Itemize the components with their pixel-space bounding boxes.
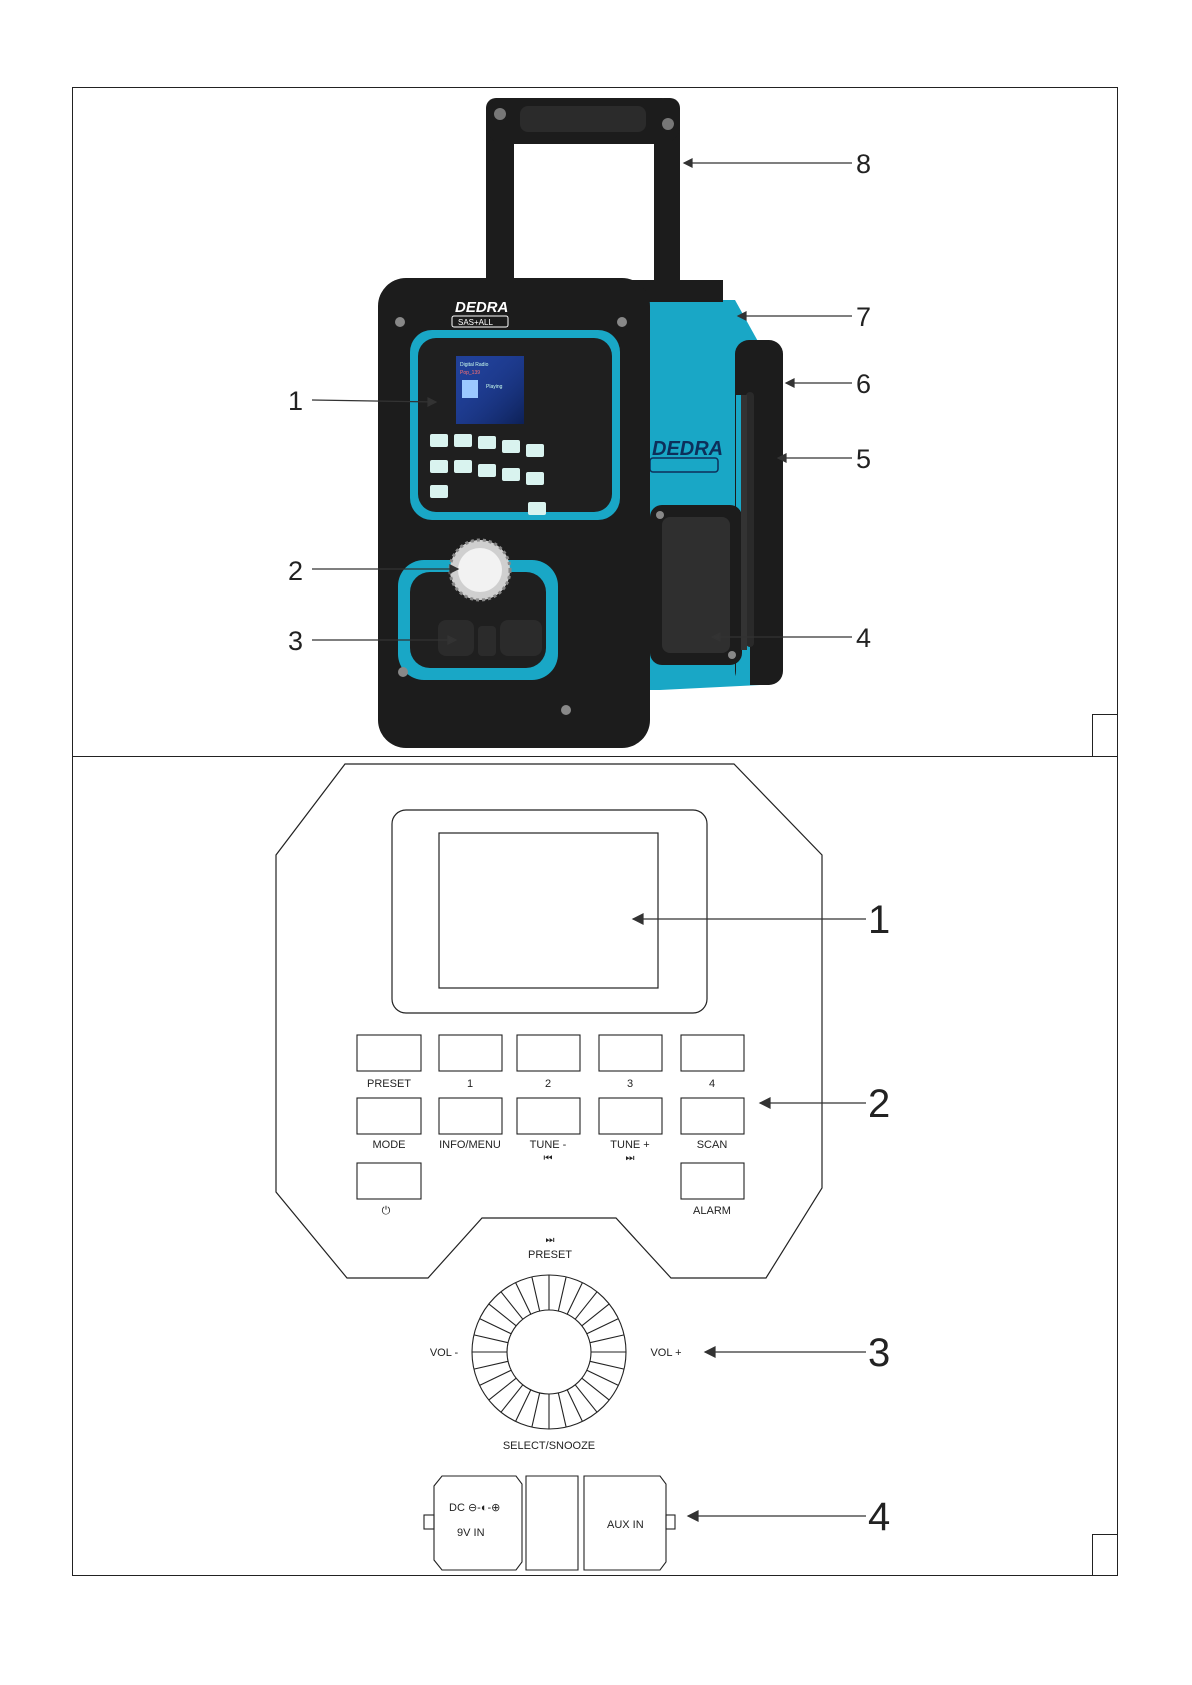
photo-callout-7: 7 [856,302,871,332]
photo-callout-6: 6 [856,369,871,399]
photo-callout-2: 2 [288,556,303,586]
photo-volume-knob [450,540,510,600]
photo-screen-line1: Digital Radio [460,362,489,368]
front-badge: SAS+ALL [458,318,493,327]
side-brand-logo: DEDRA [652,438,723,460]
photo-screen-line2: Pop_139 [460,370,480,376]
photo-callout-4: 4 [856,623,871,653]
photo-callout-8: 8 [856,149,871,179]
photo-callout-3: 3 [288,626,303,656]
photo-callout-1: 1 [288,386,303,416]
corner-tab-bottom [1092,1534,1118,1576]
product-photo: DEDRA DEDRA SAS+ALL Digital Radio Pop_13… [0,0,1192,760]
photo-callout-5: 5 [856,444,871,474]
photo-screen-status: Playing [486,384,503,390]
front-brand-logo: DEDRA [455,299,508,316]
front-frame: DEDRA SAS+ALL [378,278,650,748]
photo-display: Digital Radio Pop_139 Playing [456,356,524,424]
